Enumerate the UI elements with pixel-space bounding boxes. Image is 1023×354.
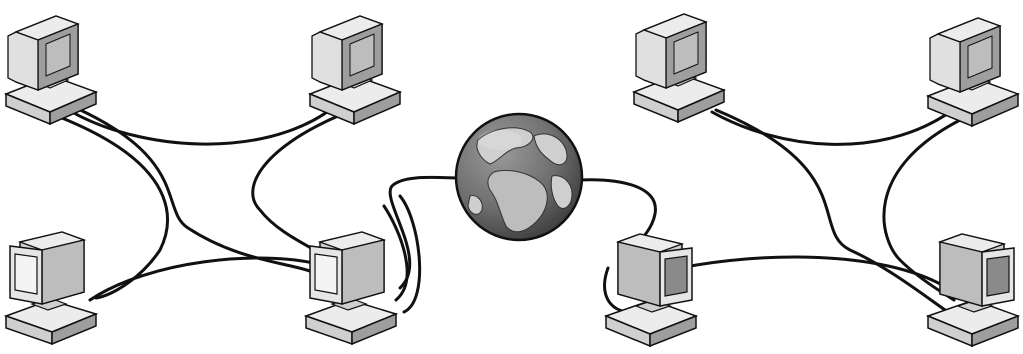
link-lan-b-pc1-pc2 — [712, 112, 950, 144]
globe-icon — [456, 114, 582, 240]
computer-rear-icon — [928, 18, 1018, 126]
computer-front-icon — [928, 234, 1018, 346]
computer-rear-icon — [6, 16, 96, 124]
computer-rear-icon — [310, 16, 400, 124]
link-lan-a-to-internet — [390, 177, 462, 288]
computer-front-icon — [606, 234, 696, 346]
left-lan — [6, 16, 400, 344]
computer-rear-icon — [634, 14, 724, 122]
computer-front-icon — [306, 232, 396, 344]
link-lan-b-pc1-pc4 — [716, 110, 948, 312]
computer-front-icon — [6, 232, 96, 344]
right-lan — [606, 14, 1018, 346]
